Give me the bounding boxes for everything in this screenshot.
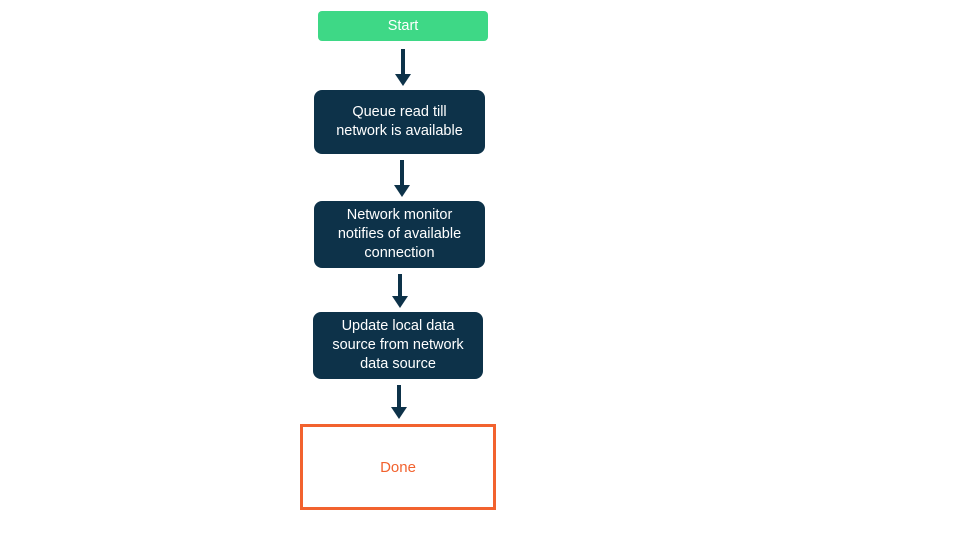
flowchart-node-queue-read: Queue read till network is available (314, 90, 485, 154)
node-done-label: Done (380, 458, 416, 476)
flow-arrow-queue-to-monitor (394, 160, 410, 197)
arrow-line (398, 274, 402, 296)
flowchart-node-start: Start (318, 11, 488, 41)
flow-arrow-start-to-queue (395, 49, 411, 86)
arrow-head-icon (391, 407, 407, 419)
arrow-line (401, 49, 405, 74)
node-start-label: Start (387, 17, 419, 34)
flowchart-node-update-local-data: Update local data source from network da… (313, 312, 483, 379)
node-queue-label: Queue read till network is available (336, 104, 463, 139)
node-update-label: Update local data source from network da… (332, 318, 464, 372)
flow-arrow-monitor-to-update (392, 274, 408, 308)
node-monitor-label: Network monitor notifies of available co… (337, 207, 462, 261)
arrow-line (397, 385, 401, 407)
arrow-head-icon (395, 74, 411, 86)
flow-arrow-update-to-done (391, 385, 407, 419)
arrow-head-icon (394, 185, 410, 197)
flowchart-node-done: Done (300, 424, 496, 510)
arrow-head-icon (392, 296, 408, 308)
flowchart-node-network-monitor: Network monitor notifies of available co… (314, 201, 485, 268)
arrow-line (400, 160, 404, 185)
